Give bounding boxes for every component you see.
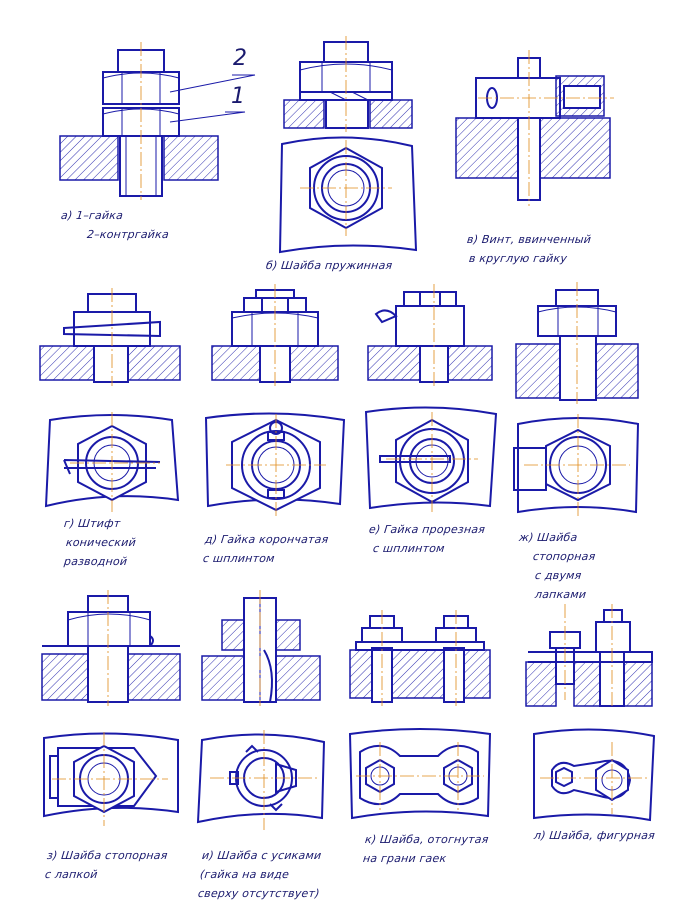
drawing-k-bent-washer [348,610,492,820]
caption-v-line-1: в) Винт, ввинченный [466,233,592,246]
drawing-zh-two-tab-washer [513,282,640,516]
caption-z: з) Шайба стопорная с лапкой [44,846,169,884]
caption-v-line-2: в круглую гайку [468,252,568,265]
caption-z-line-1: з) Шайба стопорная [46,849,169,862]
caption-k: к) Шайба, отогнутая на грани гаек [362,830,490,868]
caption-d-line-1: д) Гайка корончатая [204,533,330,546]
caption-e-line-2: с шплинтом [372,542,446,555]
caption-zh-line-2: стопорная [532,550,597,563]
caption-a: а) 1–гайка 2–контргайка [58,206,172,244]
caption-zh-line-3: с двумя [534,569,583,582]
caption-l-line-1: л) Шайба, фигурная [533,829,656,842]
caption-k-line-2: на грани гаек [362,852,447,865]
caption-d-line-2: с шплинтом [202,552,276,565]
caption-b: б) Шайба пружинная [265,256,393,275]
caption-l: л) Шайба, фигурная [533,826,656,845]
label-nut-number: 1 [231,84,245,109]
caption-i-line-3: сверху отсутствует) [197,887,321,900]
drawing-g-split-pin [39,288,181,512]
drawing-l-figured-washer [525,604,656,822]
drawing-a-nut-locknut [59,42,256,200]
caption-a-line-2: 2–контргайка [86,228,170,241]
caption-e-line-1: е) Гайка прорезная [368,523,486,536]
caption-zh-line-1: ж) Шайба [518,531,579,544]
caption-zh-line-4: лапками [534,588,587,601]
caption-g-line-2: конический [65,536,137,549]
caption-z-line-2: с лапкой [44,868,99,881]
caption-g: г) Штифт конический разводной [59,514,139,571]
caption-k-line-1: к) Шайба, отогнутая [364,833,490,846]
caption-i-line-1: и) Шайба с усиками [201,849,322,862]
caption-g-line-3: разводной [63,555,128,568]
caption-v: в) Винт, ввинченный в круглую гайку [464,230,592,268]
caption-i-line-2: (гайка на виде [199,868,290,881]
caption-g-line-1: г) Штифт [63,517,121,530]
caption-e: е) Гайка прорезная с шплинтом [366,520,486,558]
caption-a-line-1: а) 1–гайка [60,209,124,222]
drawing-z-tab-washer [41,590,181,826]
caption-zh: ж) Шайба стопорная с двумя лапками [512,528,598,604]
drawing-d-castle-nut [204,284,346,516]
drawing-i-tabbed-washer [196,590,326,830]
drawing-v-screw-round-nut [455,50,614,206]
caption-i: и) Шайба с усиками (гайка на виде сверху… [197,846,325,903]
drawing-e-slotted-nut [364,284,498,512]
label-locknut-number: 2 [233,46,247,71]
caption-b-line-1: б) Шайба пружинная [265,259,394,272]
drawing-b-spring-washer [278,36,418,254]
caption-d: д) Гайка корончатая с шплинтом [202,530,329,568]
